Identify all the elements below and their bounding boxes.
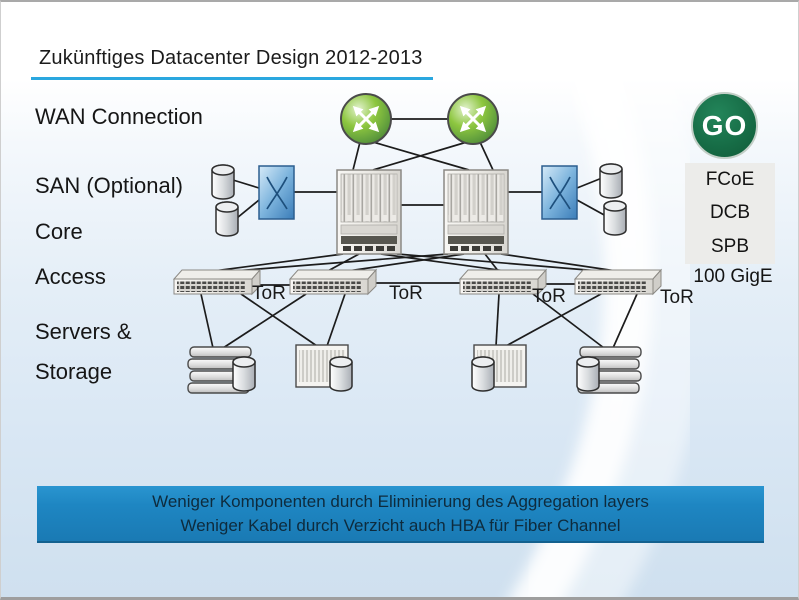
tech-item-dcb: DCB bbox=[709, 202, 751, 224]
tech-item-spb: SPB bbox=[710, 236, 750, 258]
tor-switch-icon bbox=[173, 269, 261, 295]
layer-label-core: Core bbox=[35, 219, 83, 244]
storage-cylinder-icon bbox=[232, 356, 256, 392]
connection-lines bbox=[200, 118, 638, 349]
router-icon bbox=[448, 94, 498, 144]
go-logo: GO bbox=[691, 92, 758, 159]
storage-cylinder-icon bbox=[215, 201, 239, 237]
storage-cylinder-icon bbox=[211, 164, 235, 200]
storage-cylinder-icon bbox=[471, 356, 495, 392]
storage-cylinder-icon bbox=[599, 163, 623, 199]
tor-label: ToR bbox=[252, 283, 286, 304]
san-switch-icon bbox=[258, 165, 295, 220]
router-icon bbox=[341, 94, 391, 144]
tor-switch-icon bbox=[574, 269, 662, 295]
title-underline bbox=[31, 77, 433, 80]
storage-cylinder-icon bbox=[329, 356, 353, 392]
storage-cylinder-icon bbox=[603, 200, 627, 236]
layer-label-storage: Storage bbox=[35, 359, 113, 384]
layer-label-access: Access bbox=[35, 264, 106, 289]
storage-cylinder-icon bbox=[576, 356, 600, 392]
core-switch-icon bbox=[443, 169, 509, 255]
tech-item-fcoe: FCoE bbox=[705, 168, 755, 190]
tor-label: ToR bbox=[389, 283, 423, 304]
layer-label-san: SAN (Optional) bbox=[35, 173, 183, 198]
banner-line-1: Weniger Komponenten durch Eliminierung d… bbox=[152, 491, 649, 511]
tech-footnote-100gige: 100 GigE bbox=[693, 266, 773, 287]
go-logo-label: GO bbox=[701, 109, 748, 141]
page-title: Zukünftiges Datacenter Design 2012-2013 bbox=[39, 47, 423, 69]
core-switch-icon bbox=[336, 169, 402, 255]
layer-label-servers: Servers & bbox=[35, 319, 132, 344]
layer-label-wan: WAN Connection bbox=[35, 104, 203, 129]
banner-line-2: Weniger Kabel durch Verzicht auch HBA fü… bbox=[180, 515, 621, 535]
tor-switch-icon bbox=[289, 269, 377, 295]
san-switch-icon bbox=[541, 165, 578, 220]
tor-label: ToR bbox=[532, 286, 566, 307]
tech-panel: FCoE DCB SPB bbox=[685, 163, 775, 264]
tor-label: ToR bbox=[660, 287, 694, 308]
summary-banner: Weniger Komponenten durch Eliminierung d… bbox=[37, 486, 764, 543]
